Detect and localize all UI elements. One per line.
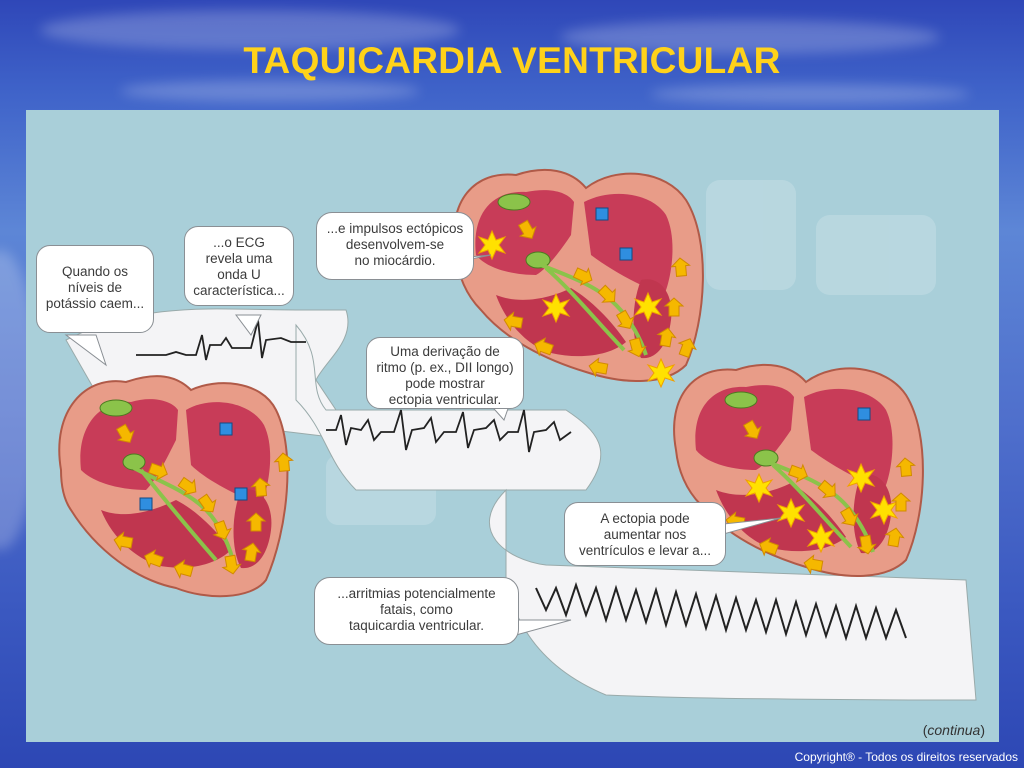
blue-marker [619,247,633,261]
heart-diagram [58,168,977,701]
copyright-footer: Copyright® - Todos os direitos reservado… [794,750,1018,764]
blue-marker [234,487,248,501]
sky-streak [40,10,460,50]
blue-marker [595,207,609,221]
continua-note: (continua) [922,722,985,738]
figure-panel: Quando os níveis de potássio caem... ...… [26,110,999,742]
blue-marker [139,497,153,511]
sky-streak [560,20,940,54]
ecg-trace-u-wave [136,319,306,361]
heart-ectopic-impulses [453,168,704,388]
sky-streak [650,84,970,104]
ecg-strip-middle [295,323,602,491]
slide-title: TAQUICARDIA VENTRICULAR [243,40,781,81]
blue-marker [857,407,871,421]
callout-tail [235,314,262,336]
ecg-trace-ectopy [326,409,572,453]
callout-ectopic-impulses: ...e impulsos ectópicos desenvolvem-se n… [316,212,474,280]
blue-marker [219,422,233,436]
ecg-trace-vt [535,581,907,642]
callout-tail [64,334,107,367]
ecg-strip-bottom [488,488,977,701]
callout-rhythm-lead: Uma derivação de ritmo (p. ex., DII long… [366,337,524,409]
callout-fatal-arrhythmias: ...arritmias potencialmente fatais, como… [314,577,519,645]
callout-potassium: Quando os níveis de potássio caem... [36,245,154,333]
callout-ecg-u-wave: ...o ECG revela uma onda U característic… [184,226,294,306]
sky-streak [120,80,420,102]
callout-ectopy-increase: A ectopia pode aumentar nos ventrículos … [564,502,726,566]
heart-normal [58,375,294,598]
